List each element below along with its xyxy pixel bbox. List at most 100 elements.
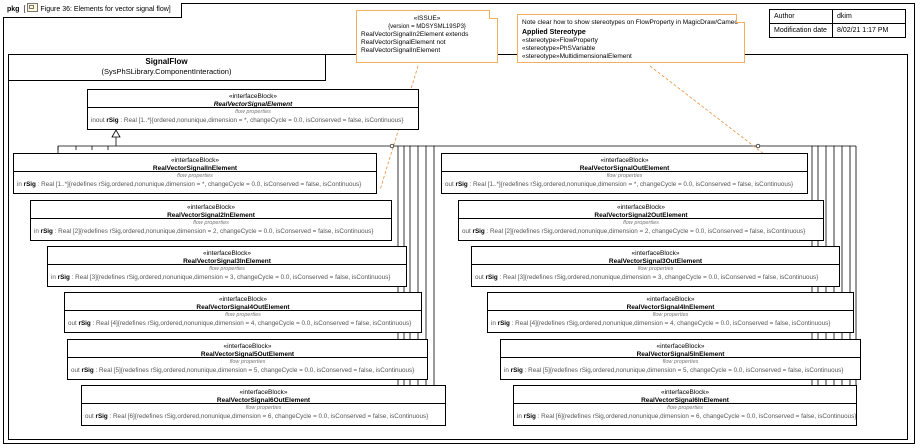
diagram-frame-tab[interactable]: pkg[Figure 36: Elements for vector signa…: [3, 3, 182, 18]
flow-direction: inout: [91, 117, 105, 124]
containment-anchor: [755, 143, 761, 149]
compartment-label: flow properties: [177, 173, 213, 179]
interface-block-realvectorsignal6inelement[interactable]: «interfaceBlock»RealVectorSignal6InEleme…: [513, 385, 857, 426]
interface-block-realvectorsignal4outelement[interactable]: «interfaceBlock»RealVectorSignal4OutElem…: [64, 292, 422, 333]
flow-property-name: rSig: [523, 413, 536, 420]
issue-note[interactable]: «ISSUE» {version = MDSYSML19SP3} RealVec…: [356, 10, 498, 63]
block-stereotype: «interfaceBlock»: [239, 389, 288, 396]
modification-date-value[interactable]: 8/02/21 1:17 PM: [832, 23, 906, 38]
flow-property-type: : Real [6]{redefines rSig,ordered,nonuni…: [537, 413, 856, 420]
flow-property[interactable]: in rSig : Real [1..*]{redefines rSig,ord…: [14, 180, 376, 189]
interface-block-realvectorsignal4inelement[interactable]: «interfaceBlock»RealVectorSignal4InEleme…: [487, 292, 854, 333]
flow-property[interactable]: in rSig : Real [5]{redefines rSig,ordere…: [501, 366, 860, 375]
flow-property-name: rSig: [23, 181, 36, 188]
interface-block-realvectorsignalelement[interactable]: «interfaceBlock» RealVectorSignalElement…: [87, 89, 419, 130]
flow-property[interactable]: out rSig : Real [1..*]{redefines rSig,or…: [442, 180, 807, 189]
block-name: RealVectorSignal4OutElement: [196, 304, 290, 311]
interface-block-realvectorsignal2outelement[interactable]: «interfaceBlock»RealVectorSignal2OutElem…: [458, 200, 824, 241]
flow-property[interactable]: out rSig : Real [5]{redefines rSig,order…: [68, 366, 427, 375]
flow-property-type: : Real [4]{redefines rSig,ordered,nonuni…: [92, 320, 412, 327]
block-name: RealVectorSignalElement: [213, 101, 293, 108]
flow-direction: in: [517, 413, 522, 420]
compartment-label: flow properties: [623, 220, 659, 226]
flow-property-name: rSig: [472, 228, 485, 235]
flow-direction: out: [475, 274, 484, 281]
issue-stereotype: «ISSUE»: [413, 15, 441, 22]
flow-direction: in: [34, 228, 39, 235]
flow-property[interactable]: inout rSig : Real [1..*]{ordered,nonuniq…: [88, 116, 418, 125]
block-name: RealVectorSignalInElement: [152, 165, 238, 172]
block-stereotype: «interfaceBlock»: [218, 296, 268, 303]
flow-direction: in: [17, 181, 22, 188]
block-name: RealVectorSignal3InElement: [183, 258, 271, 265]
flow-property-type: : Real [1..*]{redefines rSig,ordered,non…: [37, 181, 362, 188]
package-diagram-icon: [27, 3, 39, 12]
interface-block-realvectorsignal3inelement[interactable]: «interfaceBlock»RealVectorSignal3InEleme…: [47, 246, 407, 287]
stereotype-note[interactable]: Note clear how to show stereotypes on Fl…: [517, 14, 745, 63]
block-stereotype: «interfaceBlock»: [170, 157, 220, 164]
flow-property-name: rSig: [81, 367, 94, 374]
block-stereotype: «interfaceBlock»: [631, 250, 680, 257]
flow-property[interactable]: out rSig : Real [2]{redefines rSig,order…: [459, 227, 823, 236]
flow-property-name: rSig: [57, 274, 70, 281]
interface-block-realvectorsignal5outelement[interactable]: «interfaceBlock»RealVectorSignal5OutElem…: [67, 339, 428, 380]
interface-block-realvectorsignalinelement[interactable]: «interfaceBlock»RealVectorSignalInElemen…: [13, 153, 377, 194]
issue-note-link: [379, 65, 419, 191]
stereotype-note-text: Note clear how to show stereotypes on Fl…: [522, 19, 739, 26]
flow-property-name: rSig: [497, 320, 510, 327]
interface-block-realvectorsignal5inelement[interactable]: «interfaceBlock»RealVectorSignal5InEleme…: [500, 339, 861, 380]
flow-property-name: rSig: [95, 413, 108, 420]
flow-property[interactable]: out rSig : Real [6]{redefines rSig,order…: [82, 412, 445, 421]
flow-property-name: rSig: [485, 274, 498, 281]
applied-stereotype-3: «stereotype»MultidimensionalElement: [522, 53, 632, 60]
flow-property[interactable]: out rSig : Real [4]{redefines rSig,order…: [65, 319, 421, 328]
flow-property-type: : Real [5]{redefines rSig,ordered,nonuni…: [524, 367, 844, 374]
issue-version: {version = MDSYSML19SP3}: [388, 24, 466, 30]
applied-stereotype-heading: Applied Stereotype: [522, 29, 586, 36]
flow-property-name: rSig: [510, 367, 523, 374]
block-stereotype: «interfaceBlock»: [660, 389, 710, 396]
flow-property[interactable]: in rSig : Real [6]{redefines rSig,ordere…: [514, 412, 856, 421]
flow-properties-compartment: flow properties inout rSig : Real [1..*]…: [88, 107, 418, 129]
metadata-table: Author dkim Modification date 8/02/21 1:…: [769, 9, 906, 38]
interface-block-realvectorsignal3outelement[interactable]: «interfaceBlock»RealVectorSignal3OutElem…: [471, 246, 840, 287]
flow-property-type: : Real [2]{redefines rSig,ordered,nonuni…: [486, 228, 806, 235]
flow-property-type: : Real [3]{redefines rSig,ordered,nonuni…: [499, 274, 819, 281]
interface-block-realvectorsignal6outelement[interactable]: «interfaceBlock»RealVectorSignal6OutElem…: [81, 385, 446, 426]
block-stereotype: «interfaceBlock»: [228, 93, 278, 100]
compartment-label: flow properties: [193, 220, 229, 226]
flow-property[interactable]: in rSig : Real [2]{redefines rSig,ordere…: [31, 227, 391, 236]
signalflow-path: (SysPhSLibrary.ComponentInteraction): [101, 67, 232, 76]
compartment-label: flow properties: [235, 109, 271, 115]
flow-property[interactable]: in rSig : Real [3]{redefines rSig,ordere…: [48, 273, 406, 282]
flow-property-type: : Real [4]{redefines rSig,ordered,nonuni…: [511, 320, 831, 327]
flow-direction: out: [445, 181, 454, 188]
note-fold-corner: [489, 10, 498, 19]
block-stereotype: «interfaceBlock»: [646, 296, 695, 303]
flow-property-name: rSig: [455, 181, 468, 188]
flow-direction: out: [68, 320, 77, 327]
flow-property-name: rSig: [106, 117, 119, 124]
modification-date-label: Modification date: [769, 23, 833, 38]
flow-direction: in: [51, 274, 56, 281]
flow-property[interactable]: in rSig : Real [4]{redefines rSig,ordere…: [488, 319, 853, 328]
compartment-label: flow properties: [225, 312, 261, 318]
compartment-label: flow properties: [652, 312, 689, 318]
flow-property[interactable]: out rSig : Real [3]{redefines rSig,order…: [472, 273, 839, 282]
frame-kind: pkg: [7, 6, 20, 13]
block-name: RealVectorSignal5InElement: [636, 351, 725, 358]
interface-block-realvectorsignal2inelement[interactable]: «interfaceBlock»RealVectorSignal2InEleme…: [30, 200, 392, 241]
block-stereotype: «interfaceBlock»: [600, 157, 649, 164]
issue-line-1: RealVectorSignalIn2Element extends: [361, 31, 469, 38]
interface-block-realvectorsignaloutelement[interactable]: «interfaceBlock»RealVectorSignalOutEleme…: [441, 153, 808, 194]
block-stereotype: «interfaceBlock»: [186, 204, 236, 211]
containment-anchor: [389, 143, 395, 149]
compartment-label: flow properties: [637, 266, 674, 272]
